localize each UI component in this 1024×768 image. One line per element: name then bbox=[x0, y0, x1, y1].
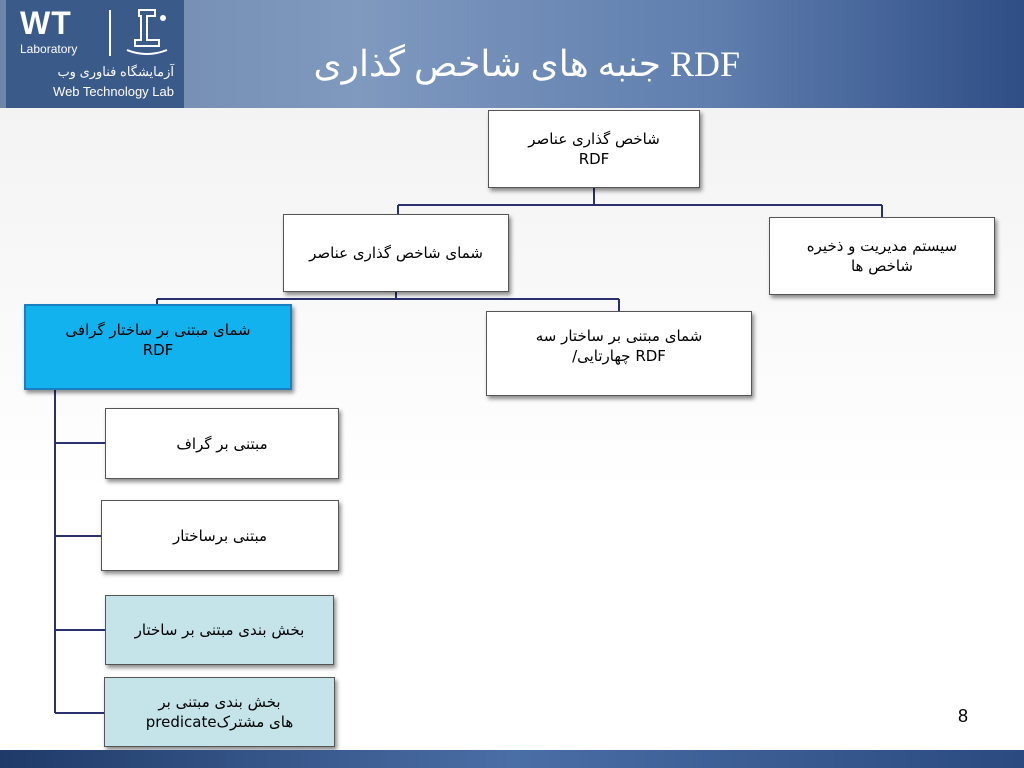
university-emblem-icon bbox=[126, 9, 168, 55]
node-label: بخش بندی مبتنی بر ساختار bbox=[134, 621, 305, 639]
node-shared-predicate-partitioning: بخش بندی مبتنی بر predicateهای مشترک bbox=[104, 677, 335, 747]
logo-english-name: Web Technology Lab bbox=[53, 84, 174, 99]
node-label: مبتنی بر گراف bbox=[176, 434, 268, 453]
connector-schemes-children bbox=[156, 292, 620, 311]
node-graph-based: مبتنی بر گراف bbox=[105, 408, 339, 479]
node-label: شمای مبتنی بر ساختار سه /چهارتایی RDF bbox=[535, 327, 703, 365]
node-structure-partitioning: بخش بندی مبتنی بر ساختار bbox=[105, 595, 334, 665]
node-triple-quad-structure-scheme: شمای مبتنی بر ساختار سه /چهارتایی RDF bbox=[486, 311, 752, 396]
node-rdf-element-indexing: شاخص گذاری عناصر RDF bbox=[488, 110, 700, 188]
node-element-indexing-schemes: شمای شاخص گذاری عناصر bbox=[283, 214, 509, 292]
node-label: شمای شاخص گذاری عناصر bbox=[309, 244, 483, 262]
node-label: شمای مبتنی بر ساختار گرافی RDF bbox=[65, 321, 251, 359]
slide-title: جنبه های شاخص گذاری RDF bbox=[313, 44, 740, 84]
node-structure-based: مبتنی برساختار bbox=[101, 500, 339, 571]
node-label: بخش بندی مبتنی بر predicateهای مشترک bbox=[145, 693, 294, 731]
node-label: شاخص گذاری عناصر RDF bbox=[528, 130, 660, 168]
page-number: 8 bbox=[957, 706, 968, 726]
node-graph-structure-scheme: شمای مبتنی بر ساختار گرافی RDF bbox=[24, 304, 292, 390]
logo-divider bbox=[109, 10, 111, 56]
node-label: مبتنی برساختار bbox=[172, 526, 268, 545]
logo-wt-text: WT bbox=[20, 5, 72, 41]
logo-persian-name: آزمایشگاه فناوری وب bbox=[57, 64, 174, 79]
slide-header: WT Laboratory آزمایشگاه فناوری وب Web Te… bbox=[0, 0, 1024, 108]
logo-laboratory-text: Laboratory bbox=[20, 42, 78, 56]
slide-footer-bar bbox=[0, 750, 1024, 768]
connector-root-children bbox=[397, 188, 883, 217]
node-index-management-storage: سیستم مدیریت و ذخیره شاخص ها bbox=[769, 217, 995, 295]
node-label: سیستم مدیریت و ذخیره شاخص ها bbox=[806, 237, 958, 275]
lab-logo: WT Laboratory آزمایشگاه فناوری وب Web Te… bbox=[6, 0, 184, 108]
connector-graph-children bbox=[54, 390, 105, 714]
